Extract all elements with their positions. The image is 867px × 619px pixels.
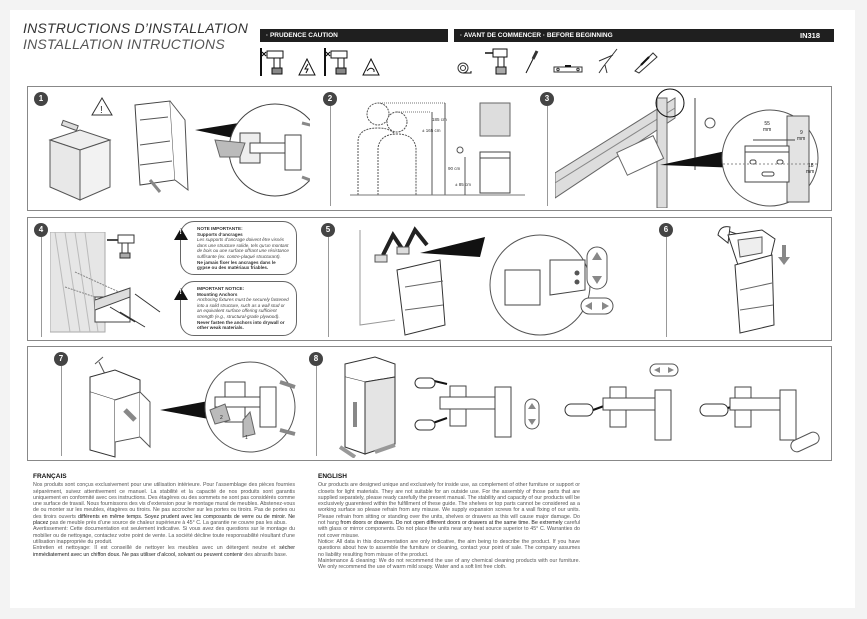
step-2-illustration bbox=[350, 102, 525, 196]
text-english: ENGLISH Our products are designed unique… bbox=[318, 473, 580, 571]
french-paragraph-1: Nos produits sont conçus exclusivement p… bbox=[33, 482, 295, 527]
drill-no-water-icon bbox=[324, 48, 348, 76]
hinge-adjust-height bbox=[699, 386, 820, 453]
french-heading: FRANÇAIS bbox=[33, 473, 67, 480]
step-number: 8 bbox=[309, 352, 323, 366]
level-icon bbox=[553, 65, 583, 73]
title-french: INSTRUCTIONS D’INSTALLATION bbox=[23, 20, 249, 36]
step-divider bbox=[41, 237, 42, 337]
tool-icons bbox=[457, 47, 659, 75]
vertical-adjust-icon bbox=[586, 246, 608, 290]
hinge-adjust-lateral bbox=[564, 363, 679, 441]
notice-fr: NOTE IMPORTANTE: Supports d’ancrages Les… bbox=[174, 221, 297, 275]
power-drill-icon bbox=[485, 48, 508, 75]
hinge-detail-icon bbox=[214, 103, 310, 197]
warning-icon: ! bbox=[91, 97, 113, 116]
dimension-install: ± 85 cm bbox=[455, 182, 471, 187]
product-code: IN318 bbox=[799, 31, 820, 40]
warning-icon bbox=[174, 288, 188, 300]
step-7-illustration bbox=[89, 356, 296, 458]
hinge-detail-icon bbox=[204, 361, 296, 453]
dimension-height-eye: ± 165 cm bbox=[422, 128, 441, 133]
water-hazard-icon bbox=[362, 58, 380, 76]
caulking-gun-icon bbox=[598, 48, 618, 74]
vanity-icon bbox=[479, 154, 511, 194]
dimension-counter: 90 cm bbox=[448, 166, 461, 171]
warning-icon bbox=[174, 228, 188, 240]
electric-hazard-icon bbox=[298, 58, 316, 76]
step-8-illustration bbox=[338, 356, 820, 458]
caution-bar-label: · PRUDENCE CAUTION bbox=[266, 32, 338, 39]
step-3-illustration bbox=[555, 88, 819, 208]
bracket-adjust-detail bbox=[489, 234, 591, 336]
step-divider bbox=[316, 366, 317, 456]
lift-arrow-icon bbox=[381, 226, 429, 256]
step-number: 7 bbox=[54, 352, 68, 366]
step-number: 3 bbox=[540, 92, 554, 106]
english-heading: ENGLISH bbox=[318, 473, 347, 480]
step-number: 2 bbox=[323, 92, 337, 106]
step-number: 1 bbox=[34, 92, 48, 106]
bracket-detail-icon bbox=[721, 109, 819, 207]
step-6-illustration bbox=[717, 226, 790, 334]
step-4-illustration bbox=[50, 232, 161, 333]
finger-label-2: 2 bbox=[220, 415, 223, 421]
drill-no-electrical-icon bbox=[260, 48, 284, 76]
step-number: 6 bbox=[659, 223, 673, 237]
notice-en: IMPORTANT NOTICE: Mounting Anchors Ancho… bbox=[174, 281, 297, 336]
step-number: 4 bbox=[34, 223, 48, 237]
step-divider bbox=[330, 106, 331, 206]
title-english: INSTALLATION INTRUCTIONS bbox=[23, 36, 225, 52]
step-5-illustration bbox=[359, 226, 614, 336]
english-paragraph-3: Maintenance & cleaning: We do not recomm… bbox=[318, 557, 580, 571]
box-icon bbox=[48, 119, 112, 201]
horizontal-adjust-icon bbox=[580, 297, 614, 315]
mirror-icon bbox=[479, 102, 511, 137]
english-paragraph-2: Notice: All data in this documentation a… bbox=[318, 538, 580, 558]
svg-text:!: ! bbox=[100, 105, 103, 116]
finger-label-1: 1 bbox=[245, 435, 248, 441]
hinge-adjust-depth bbox=[414, 377, 540, 438]
screwdriver-icon bbox=[525, 50, 539, 74]
vanity-icon bbox=[338, 356, 396, 458]
step-divider bbox=[666, 237, 667, 337]
french-paragraph-2: Avertissement: Cette documentation est s… bbox=[33, 526, 295, 545]
step-divider bbox=[328, 237, 329, 337]
before-beginning-bar: · AVANT DE COMMENCER · BEFORE BEGINNING … bbox=[454, 29, 834, 42]
cabinet-icon bbox=[134, 100, 189, 193]
utility-knife-icon bbox=[634, 52, 658, 74]
french-paragraph-3: Entretien et nettoyage: Il est conseillé… bbox=[33, 545, 295, 558]
wall-rail bbox=[555, 97, 676, 199]
tape-measure-icon bbox=[704, 117, 716, 129]
tape-measure-icon bbox=[456, 146, 464, 154]
step-divider bbox=[61, 366, 62, 456]
before-beginning-label: · AVANT DE COMMENCER · BEFORE BEGINNING bbox=[460, 32, 613, 39]
text-french: FRANÇAIS Nos produits sont conçus exclus… bbox=[33, 473, 295, 558]
tape-measure-icon bbox=[457, 62, 472, 74]
person-silhouette-icon bbox=[357, 102, 417, 196]
caution-icons bbox=[260, 48, 380, 76]
step-1-illustration: ! bbox=[48, 97, 310, 201]
faucet-icon bbox=[94, 356, 106, 375]
english-paragraph-1: Our products are designed unique and exc… bbox=[318, 482, 580, 539]
dimension-height-top: 185 cm bbox=[432, 117, 447, 122]
document-title: INSTRUCTIONS D’INSTALLATION INSTALLATION… bbox=[23, 20, 248, 52]
push-arrow-icon bbox=[123, 408, 137, 422]
power-drill-icon bbox=[107, 234, 135, 259]
steps-row-3 bbox=[27, 346, 832, 461]
caution-bar: · PRUDENCE CAUTION bbox=[260, 29, 448, 42]
step-number: 5 bbox=[321, 223, 335, 237]
step-divider bbox=[547, 106, 548, 206]
